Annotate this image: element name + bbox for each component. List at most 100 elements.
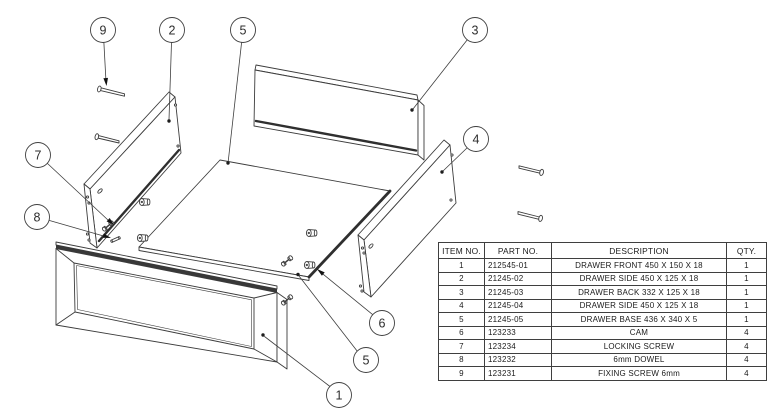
callout-5-top-label: 5 [240, 24, 247, 38]
side-right-end-face [358, 235, 371, 297]
callout-4-label: 4 [473, 133, 480, 147]
cell-description: 6mm DOWEL [551, 352, 727, 367]
drawer-base-panel [139, 160, 390, 281]
leader-line-3 [413, 40, 467, 109]
callout-7-label: 7 [35, 149, 42, 163]
leader-line-4 [443, 148, 468, 172]
leader-lines [48, 40, 468, 387]
cell-item-no: 7 [438, 339, 485, 354]
callout-8-label: 8 [34, 211, 41, 225]
side-left-end-face [84, 184, 97, 248]
front-end-face [277, 293, 287, 370]
cell-item-no: 1 [438, 258, 485, 273]
leader-dot-5-bottom [296, 272, 300, 277]
cell-part-no: 123233 [484, 325, 552, 340]
callout-8: 8 [25, 205, 50, 230]
cell-qty: 1 [726, 312, 767, 327]
fixing-screw [97, 86, 125, 97]
cell-item-no: 6 [438, 325, 485, 340]
base-thickness-edge [139, 247, 309, 281]
cell-part-no: 21245-02 [484, 271, 552, 286]
base-top-face [139, 160, 390, 277]
callout-4: 4 [464, 127, 489, 152]
cell-part-no: 21245-03 [484, 285, 552, 300]
drawer-front-panel [56, 242, 287, 369]
callout-2-label: 2 [169, 24, 176, 38]
table-row: 2 21245-02 DRAWER SIDE 450 X 125 X 18 1 [438, 271, 767, 286]
cell-qty: 1 [726, 258, 767, 273]
fixing-screw [519, 166, 544, 176]
cell-part-no: 21245-05 [484, 312, 552, 327]
cell-description: DRAWER SIDE 450 X 125 X 18 [551, 271, 727, 286]
dowel [110, 236, 120, 242]
side-right-holes [359, 154, 453, 292]
cell-description: DRAWER BACK 332 X 125 X 18 [551, 285, 727, 300]
callout-1-label: 1 [336, 389, 343, 403]
col-header-part-no: PART NO. [484, 242, 552, 259]
cell-description: FIXING SCREW 6mm [551, 366, 727, 381]
leader-line-5-top [228, 42, 241, 161]
back-end-face [418, 100, 424, 160]
leader-line-1 [265, 337, 331, 387]
cell-description: DRAWER FRONT 450 X 150 X 18 [551, 258, 727, 273]
table-row: 5 21245-05 DRAWER BASE 436 X 340 X 5 1 [438, 312, 767, 327]
cell-description: DRAWER BASE 436 X 340 X 5 [551, 312, 727, 327]
front-bevel-lines [56, 249, 277, 363]
leader-arrow-7 [106, 218, 114, 225]
cell-part-no: 123234 [484, 339, 552, 354]
table-row: 4 21245-04 DRAWER SIDE 450 X 125 X 18 1 [438, 298, 767, 313]
front-top-dark-band [56, 245, 277, 293]
leader-line-2 [169, 43, 172, 120]
cell-item-no: 9 [438, 366, 485, 381]
cell-description: CAM [551, 325, 727, 340]
leader-dots [167, 108, 444, 337]
cam [304, 262, 315, 269]
leader-line-7 [48, 164, 109, 221]
locking-screw [281, 294, 294, 306]
cell-qty: 4 [726, 339, 767, 354]
cell-description: LOCKING SCREW [551, 339, 727, 354]
cell-item-no: 5 [438, 312, 485, 327]
drawer-side-right-panel [358, 140, 456, 297]
cell-item-no: 3 [438, 285, 485, 300]
callout-3-label: 3 [472, 24, 479, 38]
base-groove-edge [309, 191, 390, 277]
leader-line-9 [104, 43, 106, 78]
side-left-groove [99, 150, 179, 241]
cam [137, 235, 148, 242]
cell-qty: 4 [726, 366, 767, 381]
callout-5-top: 5 [231, 18, 256, 43]
back-groove [256, 121, 416, 151]
drawer-back-panel [254, 65, 424, 160]
callout-9: 9 [91, 18, 116, 43]
callout-9-label: 9 [100, 24, 107, 38]
col-header-item-no: ITEM NO. [438, 242, 485, 259]
table-row: 6 123233 CAM 4 [438, 325, 767, 340]
parts-table-header-row: ITEM NO. PART NO. DESCRIPTION QTY. [438, 242, 767, 259]
cell-part-no: 123231 [484, 366, 552, 381]
leader-line-5-bottom [299, 276, 358, 352]
callout-3: 3 [463, 18, 488, 43]
table-row: 1 212545-01 DRAWER FRONT 450 X 150 X 18 … [438, 258, 767, 273]
leader-line-6 [323, 274, 373, 315]
col-header-qty: QTY. [726, 242, 767, 259]
leader-arrow-8 [102, 233, 111, 238]
col-header-description: DESCRIPTION [551, 242, 727, 259]
leader-dot-1 [261, 333, 265, 337]
front-raised-panel-inner [77, 266, 252, 347]
table-row: 7 123234 LOCKING SCREW 4 [438, 339, 767, 354]
cell-qty: 1 [726, 298, 767, 313]
leader-arrows [102, 77, 325, 276]
callout-7: 7 [26, 143, 51, 168]
leader-dot-5-top [226, 161, 230, 165]
drawer-side-left-panel [84, 92, 181, 248]
cam [139, 199, 150, 206]
callout-2: 2 [160, 18, 185, 43]
callout-5-bottom: 5 [354, 348, 379, 373]
cell-item-no: 8 [438, 352, 485, 367]
cell-item-no: 4 [438, 298, 485, 313]
cell-part-no: 212545-01 [484, 258, 552, 273]
cell-item-no: 2 [438, 271, 485, 286]
